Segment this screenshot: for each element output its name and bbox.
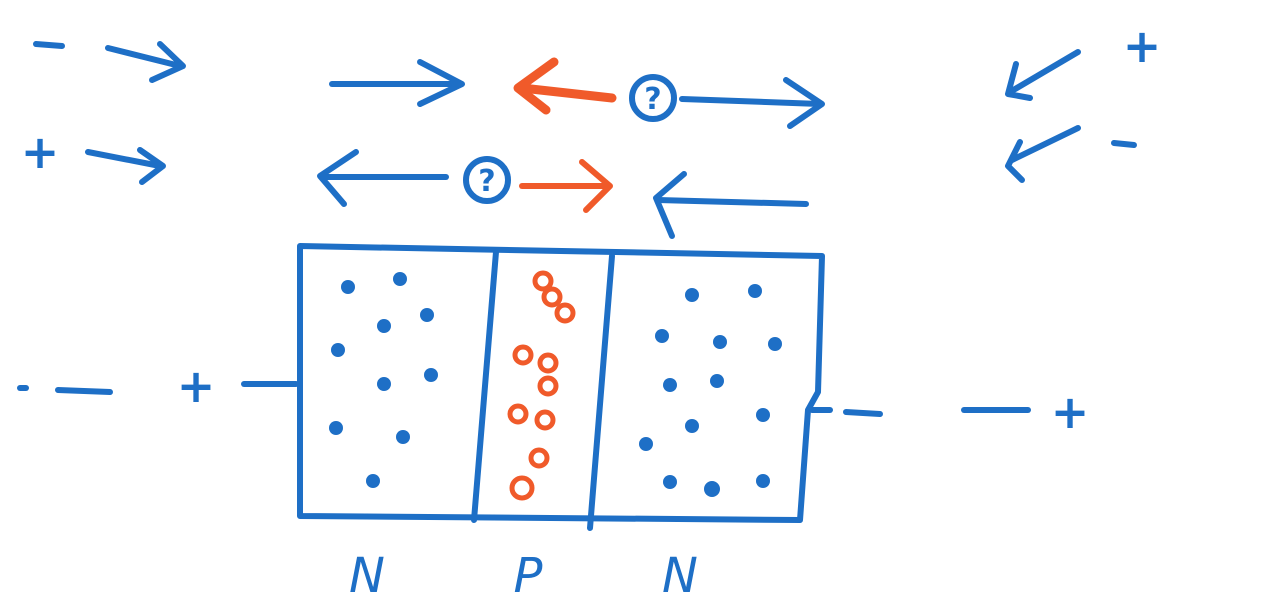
arrow-lower-right-left xyxy=(653,171,809,239)
question-mark-upper: ? xyxy=(644,82,661,117)
electron xyxy=(366,474,380,488)
arrow-upper-right-right xyxy=(679,77,825,129)
hole xyxy=(541,286,563,308)
electron xyxy=(396,430,410,444)
electron xyxy=(331,343,345,357)
electron xyxy=(704,481,720,497)
arrow-red-upper-left xyxy=(513,57,617,115)
device-outline xyxy=(297,243,825,523)
electron xyxy=(663,378,677,392)
question-circle-lower xyxy=(463,156,511,204)
hole xyxy=(507,403,529,425)
arrow-lower-left-left xyxy=(317,149,449,207)
electron xyxy=(663,475,677,489)
junction-left xyxy=(471,249,499,523)
electron xyxy=(424,368,438,382)
dash-top-left xyxy=(33,41,65,49)
dash-left xyxy=(55,387,113,395)
question-mark-lower: ? xyxy=(478,164,495,199)
hole xyxy=(528,447,550,469)
electron xyxy=(756,408,770,422)
dash-top-right xyxy=(1111,140,1137,148)
plus-sign-left-lead: + xyxy=(177,359,216,413)
electron xyxy=(710,374,724,388)
electron xyxy=(768,337,782,351)
hole xyxy=(534,409,556,431)
electron xyxy=(393,272,407,286)
arrow-top-left-2 xyxy=(85,147,166,185)
arrow-top-right-2 xyxy=(1005,125,1081,183)
region-label-middle: P xyxy=(514,548,543,604)
hole xyxy=(554,302,576,324)
electron xyxy=(748,284,762,298)
electron xyxy=(639,437,653,451)
arrow-top-left-1 xyxy=(105,41,186,83)
hole xyxy=(509,475,535,501)
hole xyxy=(532,270,554,292)
electron xyxy=(420,308,434,322)
hole xyxy=(512,344,534,366)
plus-sign-top-right: + xyxy=(1123,19,1162,73)
arrow-red-lower-right xyxy=(519,159,613,213)
electron xyxy=(341,280,355,294)
electron xyxy=(655,329,669,343)
electron xyxy=(329,421,343,435)
electron xyxy=(377,319,391,333)
electron xyxy=(685,288,699,302)
region-label-left: N xyxy=(349,548,385,604)
junction-right xyxy=(587,253,615,531)
electron xyxy=(713,335,727,349)
electron xyxy=(377,377,391,391)
hole xyxy=(537,352,559,374)
arrow-upper-left-right xyxy=(329,59,465,107)
hole xyxy=(537,375,559,397)
question-circle-upper xyxy=(629,74,677,122)
electron xyxy=(685,419,699,433)
plus-sign-upper-left: + xyxy=(21,125,60,179)
electron xyxy=(756,474,770,488)
arrow-top-right-1 xyxy=(1005,49,1081,101)
plus-sign-right-lead: + xyxy=(1051,385,1090,439)
region-label-right: N xyxy=(662,548,698,604)
dash-right-1 xyxy=(843,409,883,417)
